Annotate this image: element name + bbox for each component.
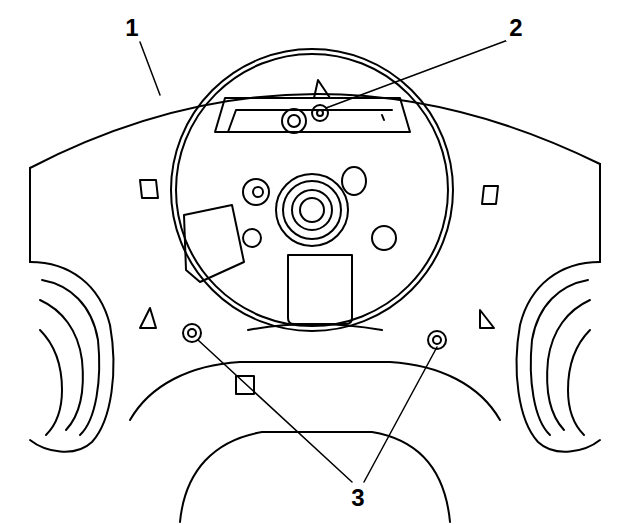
wheel-spoke: [130, 362, 500, 420]
callout-number: 2: [506, 15, 525, 41]
nut: [288, 115, 300, 127]
bolt: [317, 110, 323, 116]
spoke-tab: [236, 376, 254, 394]
wheel-rim: [599, 164, 601, 262]
bolt: [183, 324, 201, 342]
steering-shaft: [283, 181, 341, 239]
mount-slot: [140, 180, 158, 198]
bracket-mark: [382, 115, 384, 120]
wheel-spoke: [180, 432, 450, 522]
leader-line: [198, 340, 352, 482]
steering-shaft: [292, 190, 332, 230]
wheel-grip: [517, 262, 600, 452]
grip-contour: [40, 330, 62, 435]
bolt: [433, 336, 441, 344]
nut: [282, 109, 306, 133]
wheel-rim: [29, 168, 31, 262]
mount-slot: [140, 308, 156, 328]
horn-contact: [184, 205, 244, 282]
bolt: [188, 329, 196, 337]
leader-line: [140, 42, 160, 95]
hub-boss: [253, 187, 263, 197]
hub-opening: [176, 54, 448, 326]
grip-contour: [568, 330, 590, 435]
grip-contour: [40, 300, 83, 430]
grip-contour: [547, 300, 590, 430]
hub-boss: [372, 226, 396, 250]
hub-contour: [248, 324, 382, 330]
upper-bracket: [215, 98, 410, 132]
hub-boss: [243, 229, 261, 247]
connector-block: [288, 255, 352, 324]
wheel-rim: [30, 94, 600, 168]
upper-bracket: [314, 80, 330, 98]
callout-number: 3: [348, 485, 367, 511]
wheel-grip: [30, 262, 113, 452]
leader-line: [364, 347, 437, 482]
leader-line: [326, 40, 508, 108]
hub-boss: [342, 167, 366, 195]
steering-shaft: [300, 198, 324, 222]
mount-slot: [480, 310, 494, 328]
steering-shaft: [276, 174, 348, 246]
grip-contour: [531, 280, 588, 435]
hub-boss: [243, 179, 269, 205]
hub-opening: [171, 49, 453, 331]
grip-contour: [42, 280, 99, 435]
mount-slot: [482, 186, 498, 204]
callout-number: 1: [122, 15, 141, 41]
upper-bracket: [228, 110, 392, 132]
